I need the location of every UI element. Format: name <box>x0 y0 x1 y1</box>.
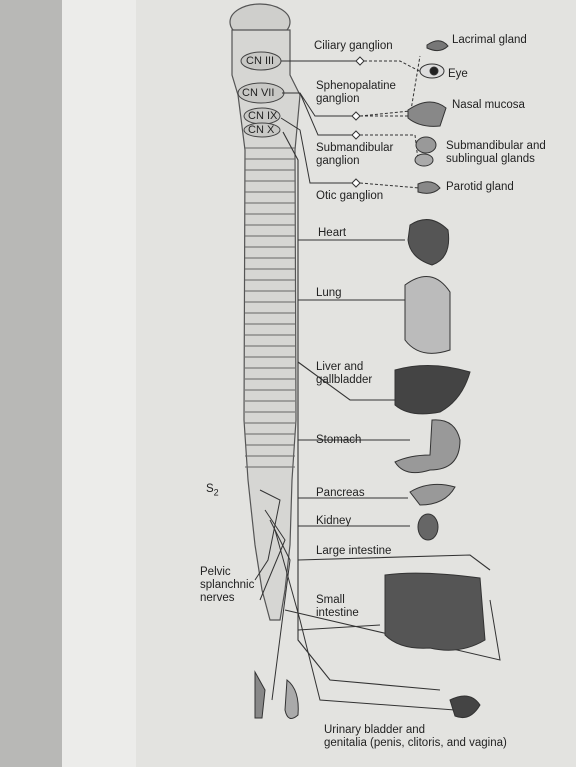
heart-label: Heart <box>318 227 346 240</box>
page-gutter <box>62 0 136 767</box>
pancreas-label: Pancreas <box>316 487 365 500</box>
sublingual-gland-shape <box>415 154 433 166</box>
lacrimal-gland-label: Lacrimal gland <box>452 34 527 47</box>
lung-label: Lung <box>316 287 342 300</box>
cn10-label: CN X <box>248 124 274 137</box>
stomach-label: Stomach <box>316 434 361 447</box>
page-margin-band <box>0 0 62 767</box>
eye-label: Eye <box>448 68 468 81</box>
otic-ganglion-label: Otic ganglion <box>316 190 383 203</box>
s2-subscript: 2 <box>214 487 219 497</box>
small-intestine-shape <box>385 573 485 650</box>
s2-letter: S <box>206 483 214 495</box>
s2-label: S2 <box>206 483 219 499</box>
kidney-label: Kidney <box>316 515 351 528</box>
cn3-label: CN III <box>246 55 274 68</box>
ciliary-ganglion-label: Ciliary ganglion <box>314 40 393 53</box>
submandibular-glands-label: Submandibular and sublingual glands <box>446 140 546 166</box>
cn9-label: CN IX <box>248 110 277 123</box>
sphenopalatine-ganglion-label: Sphenopalatine ganglion <box>316 80 396 106</box>
cn7-label: CN VII <box>242 87 274 100</box>
submandibular-gland-shape <box>416 137 436 153</box>
parotid-gland-label: Parotid gland <box>446 181 514 194</box>
kidney-shape <box>418 514 438 540</box>
submandibular-ganglion-label: Submandibular ganglion <box>316 142 393 168</box>
small-intestine-label: Small intestine <box>316 594 359 620</box>
bladder-genitalia-label: Urinary bladder and genitalia (penis, cl… <box>324 724 507 750</box>
lung-shape <box>405 276 450 353</box>
large-intestine-label: Large intestine <box>316 545 391 558</box>
liver-label: Liver and gallbladder <box>316 361 372 387</box>
nasal-mucosa-label: Nasal mucosa <box>452 99 525 112</box>
pelvic-splanchnic-label: Pelvic splanchnic nerves <box>200 566 254 605</box>
